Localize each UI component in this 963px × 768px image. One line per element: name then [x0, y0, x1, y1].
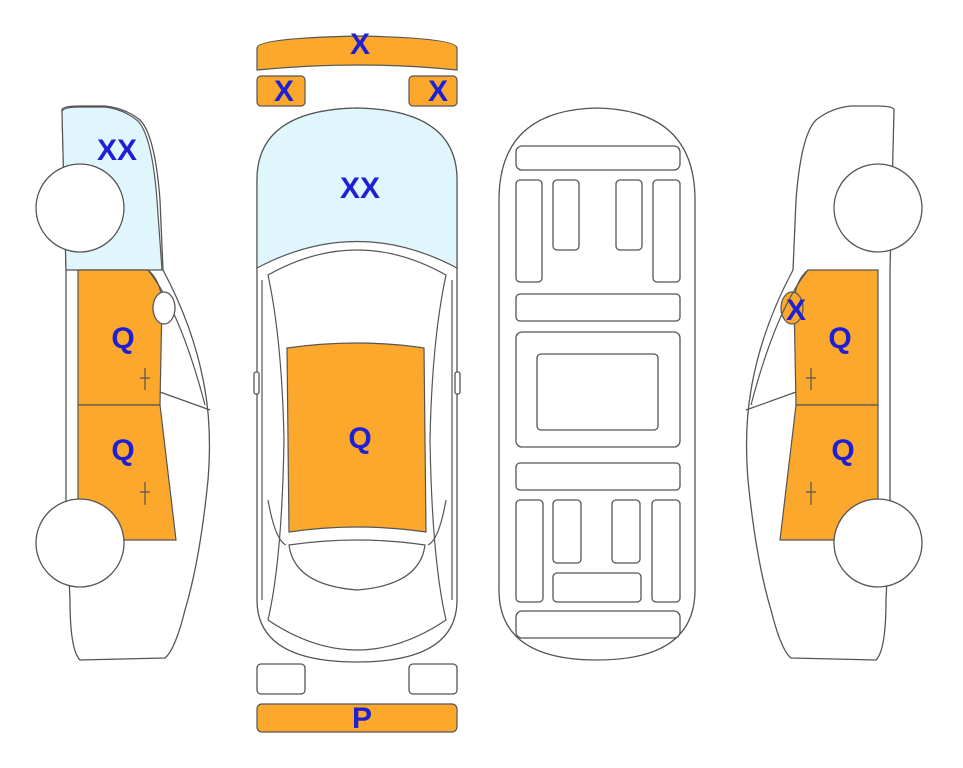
top-rear-bumper	[256, 35, 458, 71]
underbody-view	[498, 107, 696, 661]
underbody-panel	[515, 610, 681, 639]
underbody-panel	[552, 499, 582, 564]
right-side-rear-wheel	[833, 163, 923, 253]
left-side-rear-glass-code: XX	[97, 134, 137, 167]
left-side-handle-rear	[140, 368, 150, 390]
underbody-panel	[515, 179, 543, 283]
top-right-mirror	[454, 371, 461, 395]
underbody-panel	[515, 499, 544, 603]
underbody-panel	[652, 179, 681, 283]
right-side-mirror	[780, 291, 804, 325]
left-side-view: XX Q Q	[35, 105, 211, 661]
left-side-mirror	[152, 291, 176, 325]
underbody-panel	[536, 353, 659, 431]
top-front-right-light	[408, 663, 458, 695]
underbody-panel	[515, 293, 681, 322]
top-front-bumper-code: P	[352, 702, 372, 735]
top-windshield-line	[288, 539, 426, 591]
right-side-front-wheel	[833, 498, 923, 588]
top-rear-glass-code: XX	[340, 172, 380, 205]
underbody-panel	[615, 179, 643, 251]
right-side-window-line	[745, 269, 809, 411]
left-side-rear-wheel	[35, 163, 125, 253]
top-roof-code: Q	[348, 422, 371, 455]
left-side-window-line	[147, 269, 211, 411]
underbody-panel	[552, 572, 642, 603]
underbody-panel	[611, 499, 641, 564]
left-side-front-door-code: Q	[111, 434, 134, 467]
underbody-panel	[651, 499, 681, 603]
right-side-view: X Q Q	[745, 105, 923, 661]
top-left-mirror	[253, 371, 260, 395]
top-rear-left-light-code: X	[274, 75, 294, 108]
top-side-lines	[261, 280, 453, 600]
left-side-handle-front	[140, 482, 150, 505]
top-rear-right-light	[408, 75, 458, 107]
underbody-panel	[515, 145, 681, 171]
top-rear-glass	[256, 107, 458, 269]
right-side-mirror-code: X	[786, 294, 806, 327]
top-rear-bumper-code: X	[350, 28, 370, 61]
right-side-handle-rear	[806, 482, 816, 505]
underbody-panel	[552, 179, 580, 251]
top-front-left-light	[256, 663, 306, 695]
top-front-bumper	[256, 703, 458, 733]
top-rear-right-light-code: X	[428, 75, 448, 108]
left-side-front-wheel	[35, 498, 125, 588]
right-side-rear-door-code: Q	[831, 434, 854, 467]
left-side-rear-door-code: Q	[111, 322, 134, 355]
right-side-front-door-code: Q	[828, 322, 851, 355]
top-roof	[286, 342, 427, 533]
underbody-panel	[515, 462, 681, 491]
top-rear-left-light	[256, 75, 306, 107]
top-cabin-outline	[267, 249, 447, 651]
right-side-handle-front	[806, 368, 816, 390]
top-view: X X X XX Q P	[253, 28, 461, 735]
